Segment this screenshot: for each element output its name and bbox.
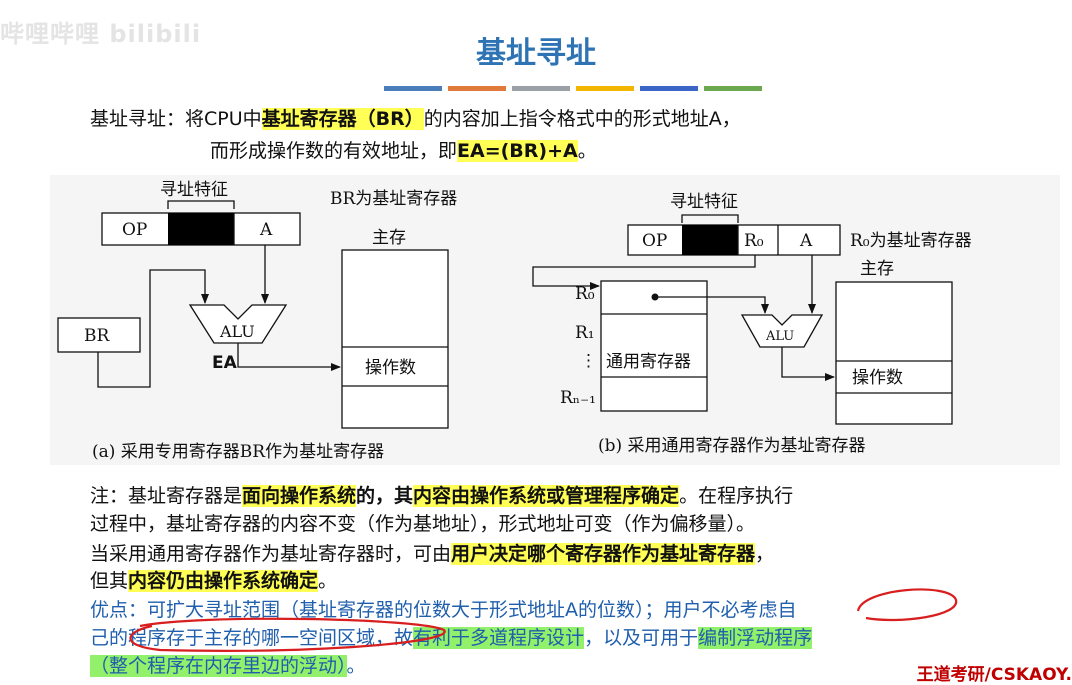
advantage-text: ，以及可用于: [584, 627, 699, 649]
diagram-b-alu: [740, 314, 824, 348]
diagram-b-caption: (b) 采用通用寄存器作为基址寄存器: [598, 436, 866, 456]
definition-line-2: 而形成操作数的有效地址，即EA=(BR)+A。: [210, 138, 597, 164]
diagram-b-r0-note: R₀为基址寄存器: [850, 231, 972, 251]
definition-text: 而形成操作数的有效地址，即: [210, 140, 458, 162]
brand-watermark: 王道考研/CSKAOY.: [916, 665, 1072, 685]
note-text: ，: [755, 543, 775, 565]
bilibili-watermark: 哔哩哔哩 bilibili: [0, 20, 202, 48]
color-bar-2: [448, 86, 506, 91]
diagram-a-caption: (a) 采用专用寄存器BR作为基址寄存器: [92, 442, 384, 462]
diagram-a-memory-label: 主存: [372, 228, 406, 248]
diagram-b-rn: Rₙ₋₁: [560, 388, 596, 408]
diagram-a-alu-label: ALU: [219, 322, 255, 341]
diagram-a-br-note: BR为基址寄存器: [330, 189, 457, 209]
diagram-b-op: OP: [642, 231, 667, 251]
note-highlight-user: 用户决定哪个寄存器作为基址寄存器: [451, 543, 756, 565]
diagram-a-operand: 操作数: [365, 358, 416, 378]
title-color-bars: [384, 86, 762, 91]
annotation-oval-2: [129, 617, 446, 652]
diagram-b-alu-label: ALU: [765, 329, 794, 344]
note-text: 的，其: [356, 485, 414, 507]
diagram-a-feature-bracket: [167, 200, 235, 209]
advantage-text: 己的: [90, 627, 129, 649]
color-bar-3: [512, 86, 570, 91]
diagram-b-gpr-file: [600, 280, 708, 412]
advantage-highlight-multiprog: 有利于多道程序设计: [413, 627, 585, 649]
diagram-b-dots: ⋮: [580, 351, 597, 371]
annotation-oval-1: [856, 588, 958, 622]
note-highlight-content: 内容由操作系统或管理程序确定: [413, 485, 680, 507]
diagram-b-field-a: A: [799, 231, 813, 251]
diagram-a-feature-label: 寻址特征: [160, 180, 228, 200]
note-line-1: 注：基址寄存器是面向操作系统的，其内容由操作系统或管理程序确定。在程序执行: [90, 483, 793, 509]
advantage-text: 。: [346, 655, 366, 677]
advantage-marked: 不必考虑: [701, 599, 778, 621]
definition-line-1: 基址寻址：将CPU中基址寄存器（BR）的内容加上指令格式中的形式地址A，: [90, 106, 741, 132]
advantage-line-3: （整个程序在内存里边的浮动）。: [90, 653, 366, 679]
note-line-2: 过程中，基址寄存器的内容不变（作为基地址），形式地址可变（作为偏移量）。: [90, 513, 756, 535]
note-highlight-os: 面向操作系统: [242, 485, 357, 507]
note-line-3: 当采用通用寄存器作为基址寄存器时，可由用户决定哪个寄存器作为基址寄存器，: [90, 541, 774, 567]
advantage-line-1: 优点：可扩大寻址范围（基址寄存器的位数大于形式地址A的位数）；用户不必考虑自: [90, 597, 797, 623]
addressing-diagrams: 寻址特征 BR为基址寄存器 OP A 主存 操作数 BR ALU EA: [57, 180, 972, 462]
diagram-b-operand: 操作数: [852, 368, 903, 388]
diagram-b-memory-label: 主存: [860, 259, 894, 279]
diagram-a-alu: [188, 304, 288, 344]
diagram-b-r0-field: R₀: [744, 231, 764, 251]
diagram-a-br: BR: [84, 326, 110, 346]
color-bar-4: [576, 86, 634, 91]
definition-highlight-formula: EA=(BR)+A: [457, 140, 578, 162]
advantage-marked: 程序存于主存的哪一空间区域: [128, 627, 376, 649]
note-text: 。在程序执行: [679, 485, 794, 507]
advantage-highlight-floating: 编制浮动程序: [698, 627, 813, 649]
advantage-text: 优点：可扩大寻址范围（基址寄存器的位数大于形式地址A的位数）；用户: [90, 599, 702, 621]
note-line-4: 但其内容仍由操作系统确定。: [90, 568, 337, 594]
diagram-a-ea: EA: [212, 353, 238, 373]
diagram-b: 寻址特征 OP R₀ A R₀为基址寄存器 主存 操作数 通用寄存器: [532, 192, 972, 456]
diagram-a-memory: [341, 249, 449, 429]
diagram-b-r0: R₀: [575, 284, 595, 304]
diagram-a-op: OP: [122, 220, 147, 240]
advantage-text: 自: [777, 599, 797, 621]
definition-highlight-br: 基址寄存器（BR）: [261, 108, 424, 130]
color-bar-1: [384, 86, 442, 91]
diagram-b-memory: [835, 281, 953, 425]
diagram-b-gpr: 通用寄存器: [606, 352, 691, 372]
color-bar-6: [704, 86, 762, 91]
diagram-a-br-register: [57, 317, 141, 353]
diagram-b-feature-field: [682, 225, 738, 255]
diagram-a-feature-field: [168, 213, 234, 245]
note-highlight-still-os: 内容仍由操作系统确定: [128, 570, 319, 592]
note-text: 当采用通用寄存器作为基址寄存器时，可由: [90, 543, 452, 565]
diagram-b-r1: R₁: [575, 323, 595, 343]
diagram-b-feature-label: 寻址特征: [670, 192, 738, 212]
advantage-line-2: 己的程序存于主存的哪一空间区域，故有利于多道程序设计，以及可用于编制浮动程序: [90, 625, 813, 651]
slide-title: 基址寻址: [476, 36, 596, 71]
diagram-area: 寻址特征 BR为基址寄存器 OP A 主存 操作数 BR ALU EA: [50, 175, 1060, 465]
advantage-highlight-note: （整个程序在内存里边的浮动）: [90, 655, 347, 677]
definition-text: 。: [577, 140, 597, 162]
definition-text: 的内容加上指令格式中的形式地址A，: [423, 108, 741, 130]
note-text: 。: [318, 570, 338, 592]
note-text: 注：基址寄存器是: [90, 485, 243, 507]
note-text: 但其: [90, 570, 129, 592]
color-bar-5: [640, 86, 698, 91]
diagram-a: 寻址特征 BR为基址寄存器 OP A 主存 操作数 BR ALU EA: [57, 180, 457, 462]
diagram-a-field-a: A: [259, 220, 273, 240]
definition-text: 基址寻址：将CPU中: [90, 108, 262, 130]
